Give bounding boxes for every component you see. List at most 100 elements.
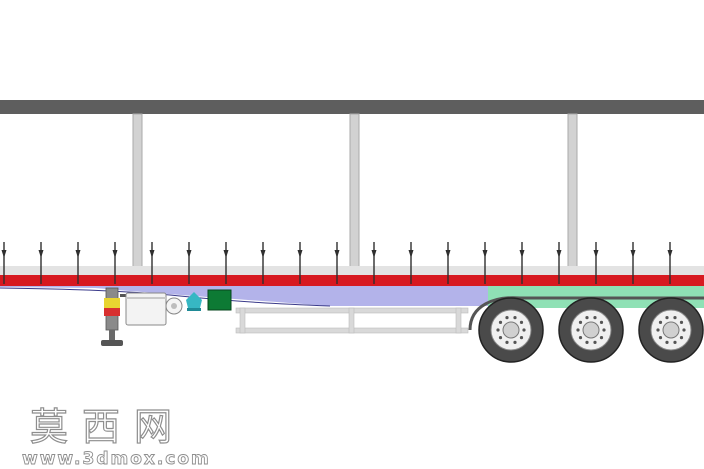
stake-pin-head: [630, 250, 636, 258]
toolbox: [125, 292, 167, 326]
landing-leg-yellow-band: [104, 298, 120, 308]
battery-box: [207, 289, 232, 311]
curtain-posts: [132, 113, 578, 287]
stake-pin: [297, 242, 303, 284]
wheel-lug-nut: [665, 316, 669, 320]
spare-wheel-hub: [171, 303, 177, 309]
spare-wheel: [165, 297, 183, 315]
stake-pin: [334, 242, 340, 284]
toolbox-lid-line: [126, 297, 166, 299]
wheel-lug-nut: [498, 320, 503, 324]
stake-pin-head: [186, 250, 192, 258]
curtain-post-2: [349, 113, 360, 287]
stake-pin-head: [519, 250, 525, 258]
wheel-lug-nut: [679, 336, 684, 340]
stake-pin: [223, 242, 229, 284]
stake-pin-head: [482, 250, 488, 258]
mudguard: [468, 296, 704, 331]
stake-pin-head: [38, 250, 44, 258]
stake-pin: [667, 242, 673, 284]
chassis-body: [0, 286, 495, 306]
wheel-lug-nut: [505, 340, 509, 344]
underframe: [235, 307, 469, 334]
stake-pin: [556, 242, 562, 284]
wheel-lug-nut: [593, 340, 597, 344]
wheel-lug-nut: [513, 316, 517, 320]
side-rail: [0, 275, 704, 286]
wheel-set: [468, 296, 704, 363]
landing-leg-crank: [120, 294, 126, 297]
wheel-lug-nut: [656, 328, 660, 332]
wheel-lug-nut: [658, 336, 663, 340]
stake-pin: [186, 242, 192, 284]
stake-pin-head: [445, 250, 451, 258]
stake-pin-head: [408, 250, 414, 258]
stake-pin-head: [667, 250, 673, 258]
stake-pin-head: [556, 250, 562, 258]
wheel-lug-nut: [519, 336, 524, 340]
stake-pin-head: [334, 250, 340, 258]
stake-pin-head: [1, 250, 7, 258]
wheel-lug-nut: [602, 328, 606, 332]
wheel-hub: [582, 321, 600, 339]
wheel: [558, 297, 624, 363]
wheel-lug-nut: [519, 320, 524, 324]
wheel-lug-nut: [679, 320, 684, 324]
landing-leg: [101, 287, 126, 346]
landing-leg-red-band: [104, 308, 120, 316]
underframe-brace-2: [348, 307, 355, 334]
wheel-lug-nut: [673, 316, 677, 320]
stake-pin-head: [297, 250, 303, 258]
stake-pin: [38, 242, 44, 284]
underframe-brace-3: [455, 307, 462, 334]
wheel-lug-nut: [496, 328, 500, 332]
stake-pin-head: [260, 250, 266, 258]
wheel-lug-nut: [513, 340, 517, 344]
wheel: [478, 297, 544, 363]
stake-pin: [371, 242, 377, 284]
stake-pin-head: [75, 250, 81, 258]
stake-pin-head: [112, 250, 118, 258]
stake-pins: [1, 242, 673, 284]
stake-pin: [408, 242, 414, 284]
stake-pin-head: [223, 250, 229, 258]
wheel-lug-nut: [673, 340, 677, 344]
toolbox-body: [125, 292, 167, 326]
landing-leg-foot-shaft: [109, 330, 115, 340]
air-tank-base: [187, 308, 201, 311]
stake-pin-head: [371, 250, 377, 258]
wheel-lug-nut: [585, 340, 589, 344]
side-rail-band: [0, 266, 704, 275]
wheel-hub: [502, 321, 520, 339]
wheel-lug-nut: [498, 336, 503, 340]
wheel-lug-nut: [593, 316, 597, 320]
stake-pin: [75, 242, 81, 284]
stake-pin: [593, 242, 599, 284]
wheel-lug-nut: [578, 320, 583, 324]
wheel-lug-nut: [599, 336, 604, 340]
stake-pin-head: [149, 250, 155, 258]
wheel-lug-nut: [578, 336, 583, 340]
wheel-lug-nut: [585, 316, 589, 320]
stake-pin-head: [593, 250, 599, 258]
air-tank-body: [186, 292, 202, 308]
wheel-hub: [662, 321, 680, 339]
stake-pin: [519, 242, 525, 284]
wheel-lug-nut: [665, 340, 669, 344]
stake-pin: [112, 242, 118, 284]
wheel-lug-nut: [576, 328, 580, 332]
underframe-brace-1: [239, 307, 246, 334]
stake-pin: [482, 242, 488, 284]
wheel-lug-nut: [682, 328, 686, 332]
air-tank: [186, 292, 202, 311]
stake-pin: [1, 242, 7, 284]
stake-pin: [149, 242, 155, 284]
wheel-lug-nut: [522, 328, 526, 332]
landing-leg-foot: [101, 340, 123, 346]
stake-pin: [260, 242, 266, 284]
watermark-url: www.3dmox.com: [22, 449, 211, 469]
curtain-post-3: [567, 113, 578, 287]
wheel-lug-nut: [599, 320, 604, 324]
